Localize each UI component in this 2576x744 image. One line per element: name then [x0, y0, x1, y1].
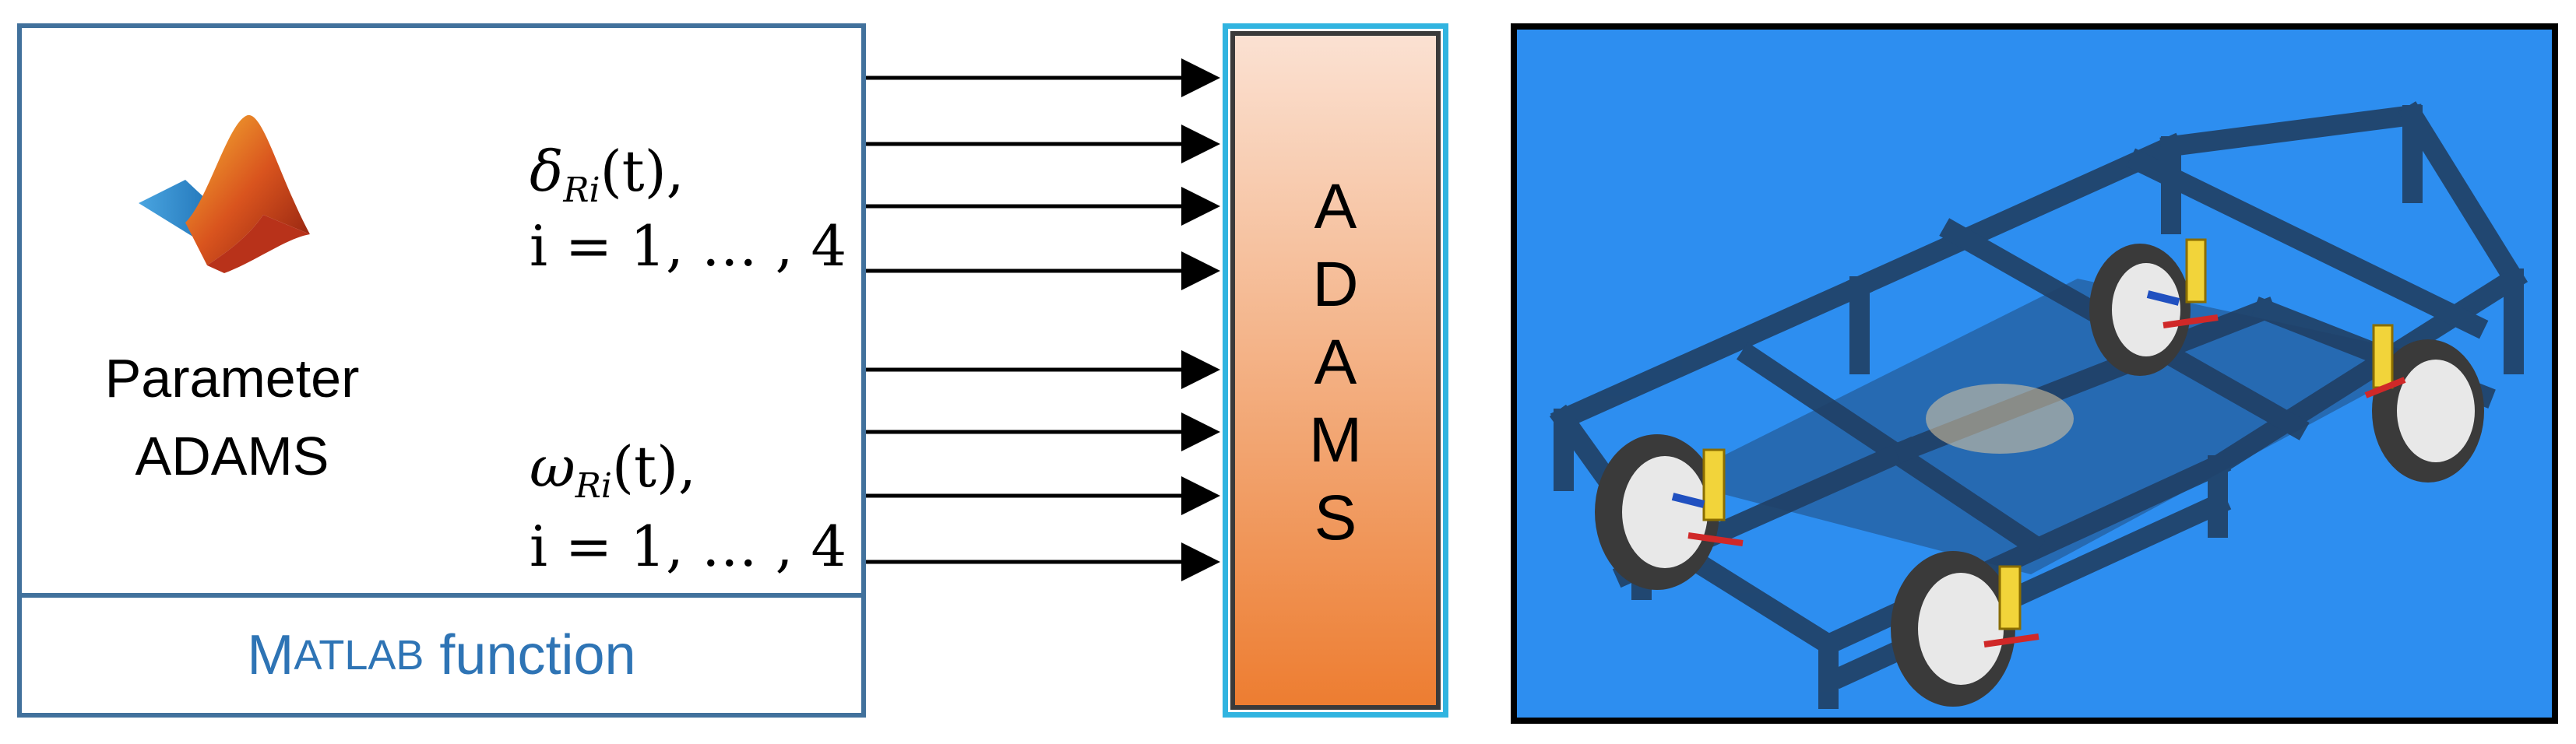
matlab-footer-atlab: ATLAB	[294, 632, 424, 679]
vehicle-chassis-render	[1549, 101, 2528, 709]
matlab-footer-rest: function	[424, 624, 636, 686]
wheel-rear-right	[2372, 339, 2484, 483]
steering-link	[2146, 290, 2180, 306]
delta-symbol: δ	[530, 139, 564, 204]
adams-letter: S	[1314, 483, 1357, 553]
suspension-link	[2364, 377, 2406, 398]
wheel-rear-left	[1891, 551, 2015, 707]
adams-block-inner: A D A M S	[1230, 31, 1441, 710]
matlab-divider	[22, 593, 861, 598]
omega-subscript: Ri	[575, 466, 612, 506]
suspension-link	[1983, 633, 2039, 647]
frame-beam	[1550, 272, 1874, 433]
frame-beam	[2159, 104, 2424, 158]
omega-signal-label: ωRi(t),	[530, 433, 696, 521]
frame-beam	[2126, 148, 2489, 339]
suspension-spring	[1998, 565, 2022, 630]
suspension-spring	[2185, 238, 2207, 304]
frame-beam	[2398, 101, 2528, 293]
adams-letter: A	[1314, 327, 1357, 398]
suspension-spring	[1702, 448, 1726, 521]
adams-letter: D	[1312, 249, 1359, 320]
matlab-function-block: Parameter ADAMS δRi(t), i = 1, … , 4 ωRi…	[17, 23, 866, 718]
vehicle-model-view	[1511, 23, 2558, 724]
wheel-front-right	[2089, 244, 2191, 376]
center-disk	[1926, 384, 2074, 454]
param-line-1: Parameter	[104, 348, 360, 409]
steering-link	[1671, 493, 1705, 508]
matlab-logo-icon	[139, 114, 310, 273]
omega-symbol: ω	[530, 434, 575, 500]
suspension-spring	[2372, 324, 2394, 389]
suspension-link	[2163, 314, 2219, 328]
delta-signal-label: δRi(t),	[530, 137, 684, 225]
suspension-link	[1687, 532, 1744, 546]
delta-arg: (t),	[600, 139, 684, 204]
adams-block: A D A M S	[1223, 23, 1448, 718]
delta-subscript: Ri	[563, 170, 600, 210]
delta-index-range: i = 1, … , 4	[530, 213, 847, 279]
omega-index-range: i = 1, … , 4	[530, 514, 847, 579]
wheel-front-left	[1595, 434, 1719, 590]
omega-arg: (t),	[611, 434, 696, 500]
param-line-2: ADAMS	[135, 426, 329, 486]
frame-beam	[1846, 132, 2185, 300]
parameter-adams-label: Parameter ADAMS	[61, 339, 403, 495]
adams-letter: A	[1314, 171, 1357, 242]
matlab-footer-m: M	[247, 624, 294, 686]
adams-letter: M	[1308, 405, 1363, 476]
